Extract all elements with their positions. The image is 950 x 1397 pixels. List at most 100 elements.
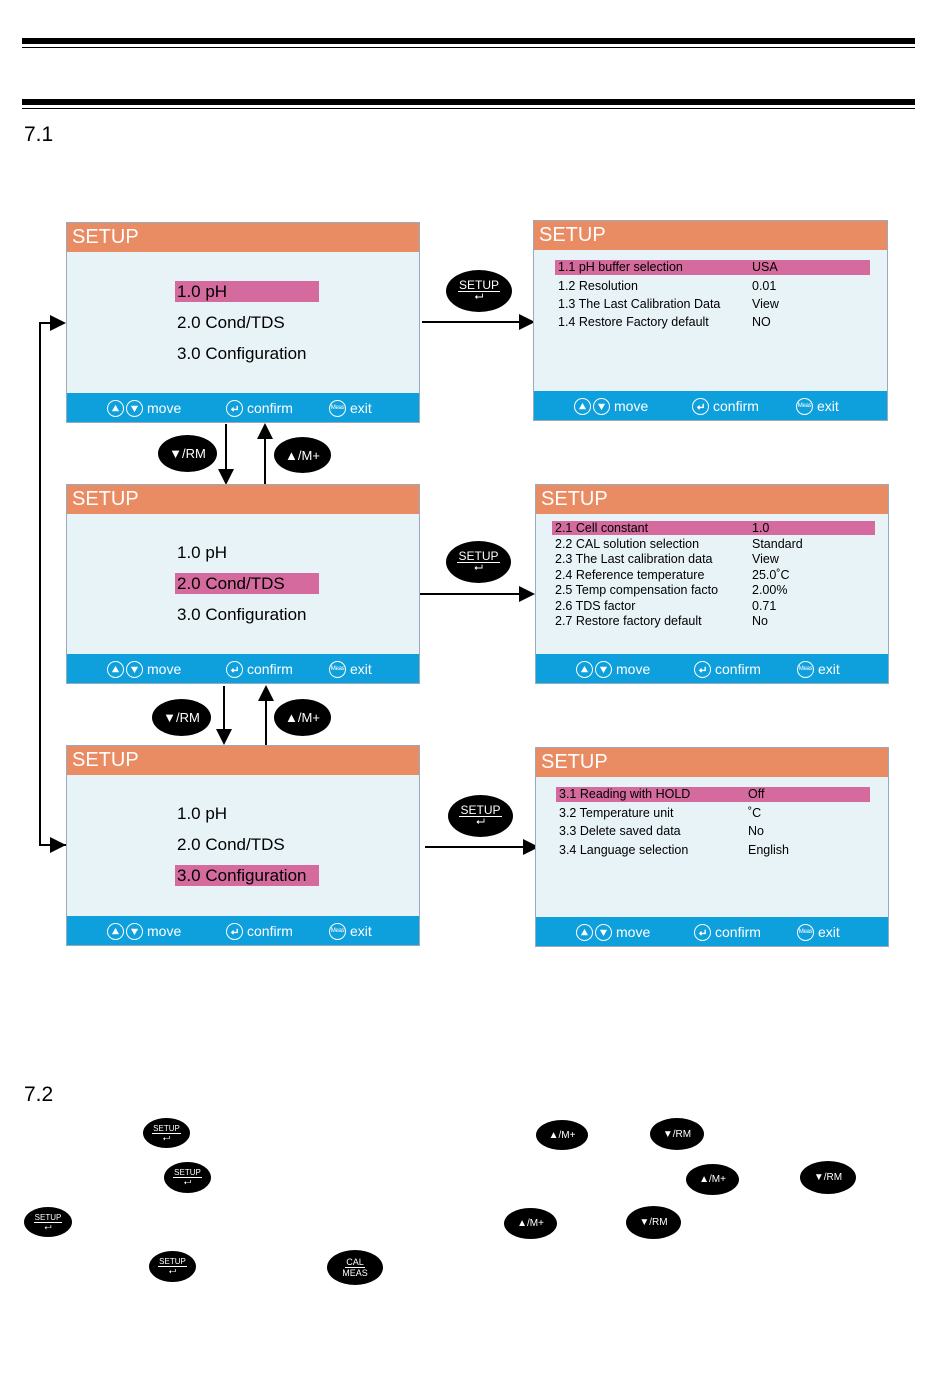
list-item[interactable]: 3.2 Temperature unit˚C bbox=[559, 806, 762, 820]
setup-screen-config-selected: SETUP 1.0 pH 2.0 Cond/TDS 3.0 Configurat… bbox=[66, 745, 420, 946]
menu-item-configuration[interactable]: 3.0 Configuration bbox=[175, 865, 319, 886]
screen-footer: move confirm Meas exit bbox=[67, 916, 419, 945]
confirm-label: confirm bbox=[715, 924, 761, 940]
down-icon bbox=[126, 660, 143, 678]
enter-icon bbox=[226, 399, 243, 417]
down-rm-key: ▼/RM bbox=[159, 436, 216, 471]
meas-icon: Meas bbox=[796, 397, 813, 415]
enter-icon bbox=[226, 660, 243, 678]
menu-item-ph[interactable]: 1.0 pH bbox=[175, 281, 319, 302]
move-label: move bbox=[147, 400, 182, 416]
setup-enter-key: SETUP⮠ bbox=[150, 1252, 195, 1281]
section-number-7-1: 7.1 bbox=[24, 123, 54, 146]
exit-label: exit bbox=[817, 398, 839, 414]
meas-icon: Meas bbox=[329, 399, 346, 417]
meas-icon: Meas bbox=[329, 922, 346, 940]
up-m-plus-key: ▲/M+ bbox=[275, 438, 330, 472]
setup-enter-key: SETUP⮠ bbox=[144, 1119, 189, 1147]
up-icon bbox=[107, 399, 124, 417]
down-icon bbox=[593, 397, 610, 415]
up-m-plus-key: ▲/M+ bbox=[505, 1209, 556, 1238]
down-rm-key: ▼/RM bbox=[801, 1162, 855, 1193]
screen-title: SETUP bbox=[67, 485, 419, 514]
confirm-label: confirm bbox=[247, 400, 293, 416]
setup-enter-key: SETUP⮠ bbox=[449, 796, 512, 836]
move-label: move bbox=[614, 398, 649, 414]
screen-footer: move confirm Meas exit bbox=[534, 391, 887, 420]
up-icon bbox=[576, 923, 593, 941]
menu-item-cond-tds[interactable]: 2.0 Cond/TDS bbox=[177, 313, 285, 332]
setup-screen-cond-selected: SETUP 1.0 pH 2.0 Cond/TDS 3.0 Configurat… bbox=[66, 484, 420, 684]
down-rm-key: ▼/RM bbox=[627, 1207, 680, 1238]
section-number-7-2: 7.2 bbox=[24, 1083, 54, 1106]
setup-enter-key: SETUP⮠ bbox=[447, 271, 511, 311]
screen-title: SETUP bbox=[67, 746, 419, 775]
move-label: move bbox=[147, 661, 182, 677]
menu-item-configuration[interactable]: 3.0 Configuration bbox=[177, 605, 307, 624]
meas-icon: Meas bbox=[797, 660, 814, 678]
screen-footer: move confirm Meas exit bbox=[67, 654, 419, 683]
enter-icon bbox=[694, 923, 711, 941]
enter-icon bbox=[226, 922, 243, 940]
screen-title: SETUP bbox=[534, 221, 887, 250]
screen-title: SETUP bbox=[536, 748, 888, 777]
screen-footer: move confirm Meas exit bbox=[536, 917, 888, 946]
menu-item-configuration[interactable]: 3.0 Configuration bbox=[177, 344, 307, 363]
screen-footer: move confirm Meas exit bbox=[67, 393, 419, 422]
meas-icon: Meas bbox=[797, 923, 814, 941]
menu-item-cond-tds[interactable]: 2.0 Cond/TDS bbox=[177, 835, 285, 854]
section-rule bbox=[22, 99, 915, 109]
move-label: move bbox=[616, 924, 651, 940]
down-icon bbox=[595, 923, 612, 941]
up-icon bbox=[576, 660, 593, 678]
confirm-label: confirm bbox=[247, 923, 293, 939]
move-label: move bbox=[616, 661, 651, 677]
enter-icon bbox=[694, 660, 711, 678]
menu-item-ph[interactable]: 1.0 pH bbox=[177, 804, 228, 823]
up-icon bbox=[574, 397, 591, 415]
screen-title: SETUP bbox=[536, 485, 888, 514]
screen-footer: move confirm Meas exit bbox=[536, 654, 888, 683]
menu-item-cond-tds[interactable]: 2.0 Cond/TDS bbox=[175, 573, 319, 594]
exit-label: exit bbox=[818, 661, 840, 677]
confirm-label: confirm bbox=[715, 661, 761, 677]
exit-label: exit bbox=[350, 661, 372, 677]
up-m-plus-key: ▲/M+ bbox=[275, 700, 330, 735]
down-rm-key: ▼/RM bbox=[153, 700, 210, 735]
confirm-label: confirm bbox=[713, 398, 759, 414]
up-m-plus-key: ▲/M+ bbox=[537, 1121, 587, 1149]
menu-item-ph[interactable]: 1.0 pH bbox=[177, 543, 228, 562]
confirm-label: confirm bbox=[247, 661, 293, 677]
exit-label: exit bbox=[818, 924, 840, 940]
setup-enter-key: SETUP⮠ bbox=[25, 1208, 71, 1236]
setup-enter-key: SETUP⮠ bbox=[447, 542, 510, 582]
up-m-plus-key: ▲/M+ bbox=[687, 1165, 738, 1194]
top-rule bbox=[22, 38, 915, 48]
enter-icon bbox=[692, 397, 709, 415]
exit-label: exit bbox=[350, 923, 372, 939]
setup-enter-key: SETUP⮠ bbox=[165, 1163, 210, 1192]
down-icon bbox=[126, 399, 143, 417]
up-icon bbox=[107, 660, 124, 678]
down-icon bbox=[595, 660, 612, 678]
down-rm-key: ▼/RM bbox=[651, 1119, 703, 1149]
up-icon bbox=[107, 922, 124, 940]
